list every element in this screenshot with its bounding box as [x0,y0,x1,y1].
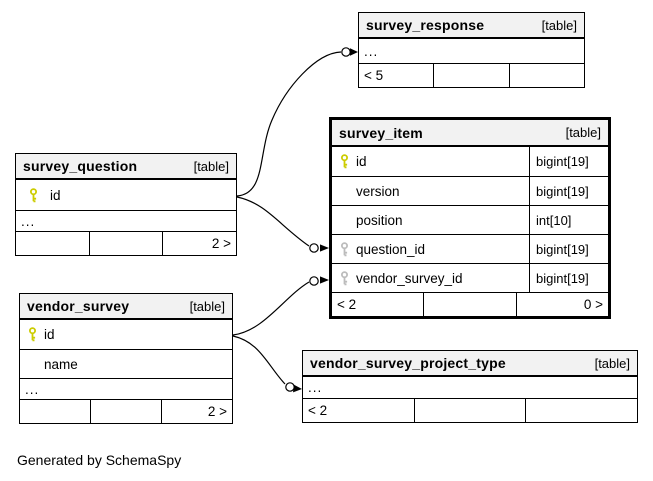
table-tag: [table] [541,17,577,33]
column-name: position [356,212,403,228]
table-tag: [table] [594,355,630,371]
generated-by-caption: Generated by SchemaSpy [17,452,182,468]
column-row-ellipsis[interactable]: ... [303,377,637,398]
column-type: bigint[19] [529,264,608,292]
table-tag: [table] [193,158,229,174]
footer-out-count [508,64,584,87]
footer-in-count: < 2 [308,403,328,418]
table-tag: [table] [189,298,225,314]
table-name[interactable]: vendor_survey_project_type [310,355,506,371]
table-footer: 2 > [16,231,236,255]
table-survey-question[interactable]: survey_question [table] id... 2 > [15,153,237,256]
relationship-edge [236,51,342,197]
table-footer: < 5 [359,63,584,87]
footer-spacer [413,399,526,422]
footer-spacer [90,400,161,423]
footer-spacer [433,64,508,87]
column-row-position[interactable]: position int[10] [332,205,608,234]
edge-circle-icon [341,47,351,57]
primary-key-icon [332,154,356,169]
column-name: id [356,154,367,169]
column-type: bigint[19] [529,147,608,176]
footer-in-count [16,232,89,255]
column-row-ellipsis[interactable]: ... [20,378,232,399]
column-type: bigint[19] [529,235,608,263]
edge-arrowhead-icon [320,244,329,252]
column-row-question_id[interactable]: question_id bigint[19] [332,234,608,263]
foreign-key-icon [332,241,356,257]
footer-out-count [525,399,637,422]
footer-in-count [20,400,90,423]
ellipsis-label: ... [21,213,36,229]
footer-out-count: 2 > [162,232,236,255]
edge-arrowhead-icon [320,276,329,284]
table-name[interactable]: vendor_survey [27,298,130,314]
column-row-name[interactable]: name [20,349,232,378]
table-survey-item[interactable]: survey_item [table] id bigint[19] version b… [329,117,611,319]
edge-circle-icon [285,382,295,392]
column-name: id [44,327,55,342]
column-list: id bigint[19] version bigint[19] position int… [332,147,608,292]
ellipsis-label: ... [364,43,379,59]
ellipsis-label: ... [25,381,40,397]
table-footer: 2 > [20,399,232,423]
relationship-edge [236,196,310,247]
column-row-ellipsis[interactable]: ... [16,210,236,231]
footer-out-count: 0 > [515,293,608,316]
ellipsis-label: ... [308,380,323,395]
relationship-edge [232,335,286,385]
table-name[interactable]: survey_question [23,158,138,174]
table-name[interactable]: survey_response [366,17,485,33]
foreign-key-icon [332,270,356,286]
table-header[interactable]: survey_response [table] [359,13,584,39]
table-footer: < 2 0 > [332,292,608,316]
column-name: question_id [356,241,426,257]
column-row-id[interactable]: id bigint[19] [332,147,608,176]
column-name: id [50,187,61,203]
table-vendor-survey[interactable]: vendor_survey [table] id name... 2 > [19,293,233,424]
primary-key-icon [20,327,44,342]
footer-in-count: < 5 [364,68,384,83]
column-list: id... [16,180,236,231]
primary-key-icon [16,187,50,203]
column-list: ... [303,377,637,398]
table-survey-response[interactable]: survey_response [table] ... < 5 [358,12,585,88]
column-name: version [356,183,400,199]
table-header[interactable]: vendor_survey [table] [20,294,232,320]
column-list: id name... [20,320,232,399]
column-row-vendor_survey_id[interactable]: vendor_survey_id bigint[19] [332,263,608,292]
column-row-id[interactable]: id [16,180,236,210]
footer-spacer [88,232,163,255]
column-row-version[interactable]: version bigint[19] [332,176,608,205]
column-list: ... [359,39,584,63]
table-header[interactable]: vendor_survey_project_type [table] [303,351,637,377]
table-tag: [table] [565,125,601,140]
edge-arrowhead-icon [350,48,358,56]
column-type: int[10] [529,206,608,234]
table-footer: < 2 [303,398,637,422]
column-name: vendor_survey_id [356,270,463,286]
footer-spacer [423,293,515,316]
table-name[interactable]: survey_item [339,124,423,141]
table-header[interactable]: survey_item [table] [332,120,608,147]
table-header[interactable]: survey_question [table] [16,154,236,180]
edge-circle-icon [309,243,319,253]
relationship-edge [232,281,310,336]
footer-out-count: 2 > [161,400,232,423]
column-type: bigint[19] [529,177,608,205]
column-row-id[interactable]: id [20,320,232,349]
column-row-ellipsis[interactable]: ... [359,39,584,63]
column-name: name [44,356,78,372]
edge-circle-icon [309,276,319,286]
edge-arrowhead-icon [293,384,302,393]
table-vendor-survey-project-type[interactable]: vendor_survey_project_type [table] ... <… [302,350,638,423]
footer-in-count: < 2 [337,297,357,312]
